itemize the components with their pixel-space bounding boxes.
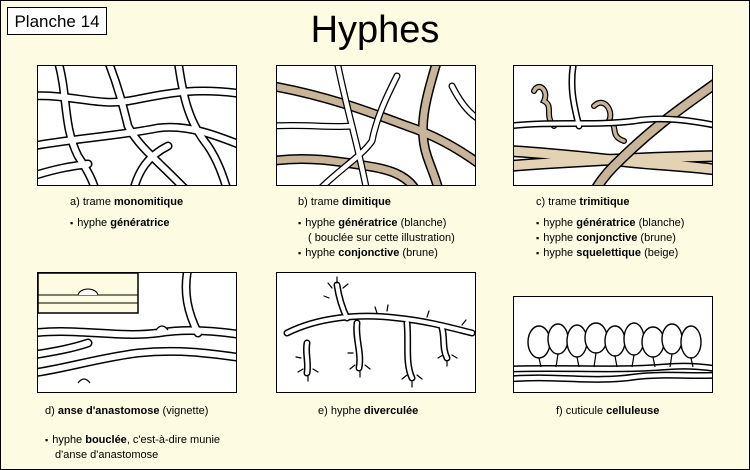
note-item: hyphe bouclée, c'est-à-dire munie <box>45 434 220 447</box>
note-item: hyphe conjonctive (brune) <box>298 247 455 260</box>
note-continuation: ( bouclée sur cette illustration) <box>308 232 455 244</box>
panel-d-notes: hyphe bouclée, c'est-à-dire munie d'anse… <box>45 434 220 464</box>
plate-title: Hyphes <box>310 9 440 51</box>
panel-a-notes: hyphe génératrice <box>70 217 169 232</box>
plate-number-label: Planche 14 <box>7 7 107 35</box>
panel-c-notes: hyphe génératrice (blanche) hyphe conjon… <box>536 217 684 262</box>
note-item: hyphe conjonctive (brune) <box>536 232 684 245</box>
panel-diverticulate-illustration <box>276 272 476 393</box>
panel-cellular-cuticle-illustration <box>513 296 713 393</box>
panel-clamp-illustration <box>37 272 237 393</box>
note-continuation: d'anse d'anastomose <box>55 449 159 461</box>
note-item: hyphe génératrice (blanche) <box>298 217 455 230</box>
panel-b-notes: hyphe génératrice (blanche) ( bouclée su… <box>298 217 455 262</box>
note-item: hyphe génératrice (blanche) <box>536 217 684 230</box>
note-item: hyphe génératrice <box>70 217 169 230</box>
panel-monomitic-illustration <box>37 65 237 186</box>
panel-b-caption: b) trame dimitique <box>298 196 391 208</box>
panel-c-caption: c) trame trimitique <box>536 196 630 208</box>
panel-a-caption: a) trame monomitique <box>70 196 184 208</box>
panel-dimitic-illustration <box>276 65 476 186</box>
panel-e-caption: e) hyphe diverculée <box>318 405 419 417</box>
panel-f-caption: f) cuticule celluleuse <box>556 405 660 417</box>
panel-d-caption: d) anse d'anastomose (vignette) <box>45 405 209 417</box>
panel-trimitic-illustration <box>513 65 713 186</box>
note-item: hyphe squelettique (beige) <box>536 247 684 260</box>
